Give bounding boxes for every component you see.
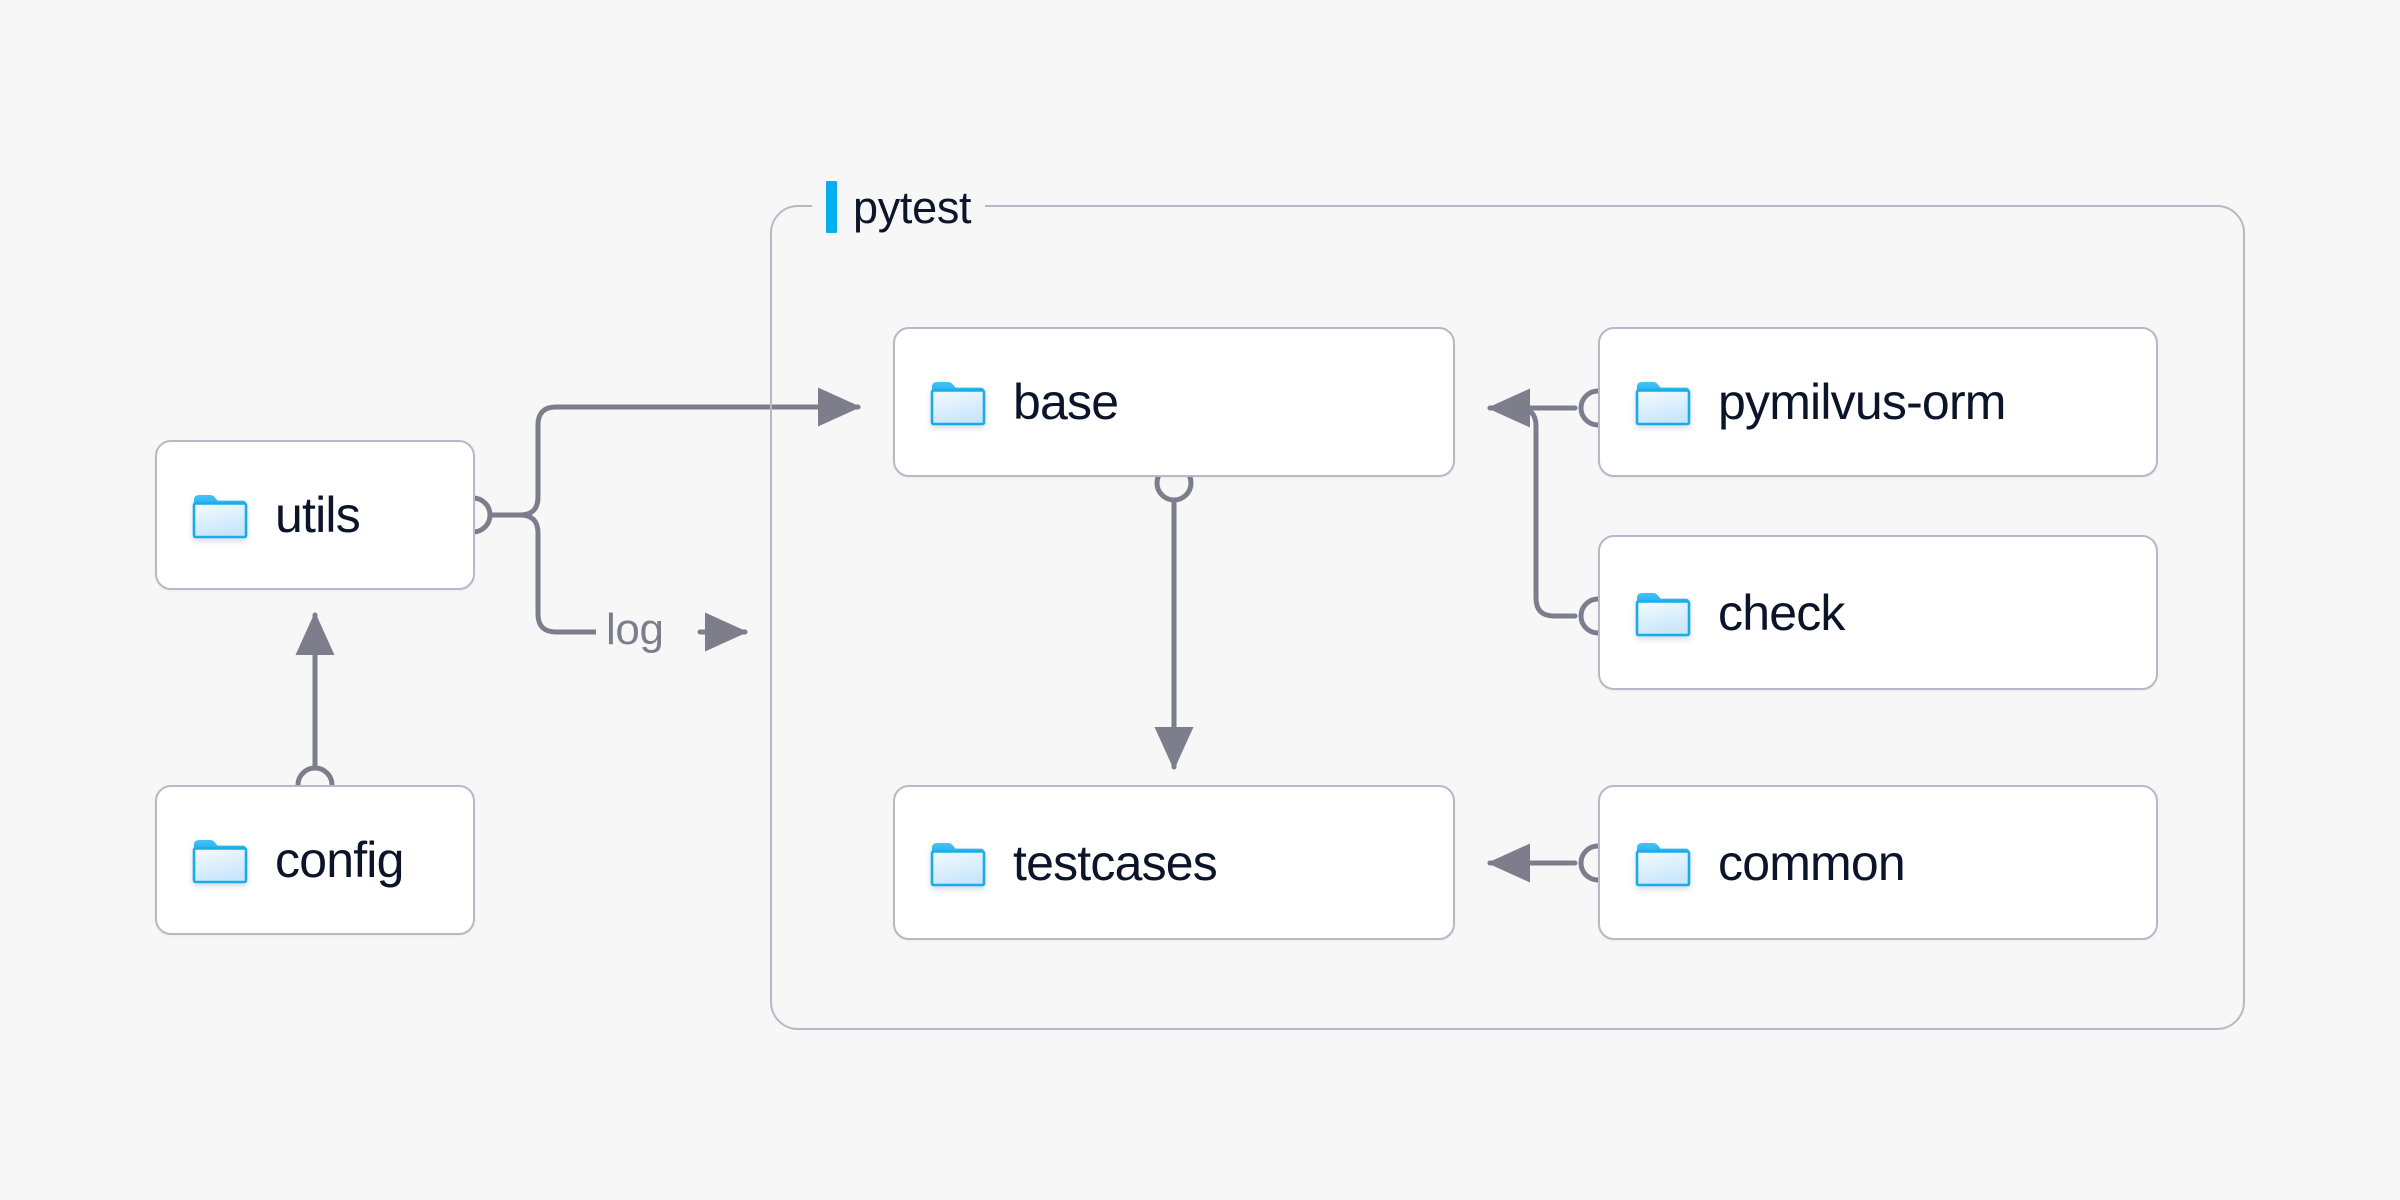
node-config[interactable]: config (155, 785, 475, 935)
folder-icon (1635, 592, 1691, 636)
node-label: check (1718, 584, 1845, 641)
folder-icon (192, 840, 248, 884)
node-utils[interactable]: utils (155, 440, 475, 590)
folder-icon (930, 382, 986, 426)
node-label: base (1013, 374, 1119, 430)
node-pymilvus-orm[interactable]: pymilvus-orm (1598, 327, 2158, 477)
folder-icon (192, 495, 248, 539)
node-label: utils (275, 487, 361, 543)
node-label: pymilvus-orm (1718, 374, 2006, 430)
folder-icon (930, 842, 986, 886)
group-label-pytest: pytest (812, 177, 986, 237)
group-container-pytest[interactable] (770, 205, 2245, 1030)
folder-icon (1635, 382, 1691, 426)
node-testcases[interactable]: testcases (893, 785, 1455, 940)
node-label: testcases (1013, 834, 1218, 891)
node-check[interactable]: check (1598, 535, 2158, 690)
node-label: config (275, 832, 404, 888)
node-label: common (1718, 834, 1906, 891)
node-base[interactable]: base (893, 327, 1455, 477)
edge-label-log: log (596, 608, 674, 652)
node-common[interactable]: common (1598, 785, 2158, 940)
group-title: pytest (853, 181, 972, 233)
folder-icon (1635, 842, 1691, 886)
accent-bar-icon (826, 181, 837, 233)
